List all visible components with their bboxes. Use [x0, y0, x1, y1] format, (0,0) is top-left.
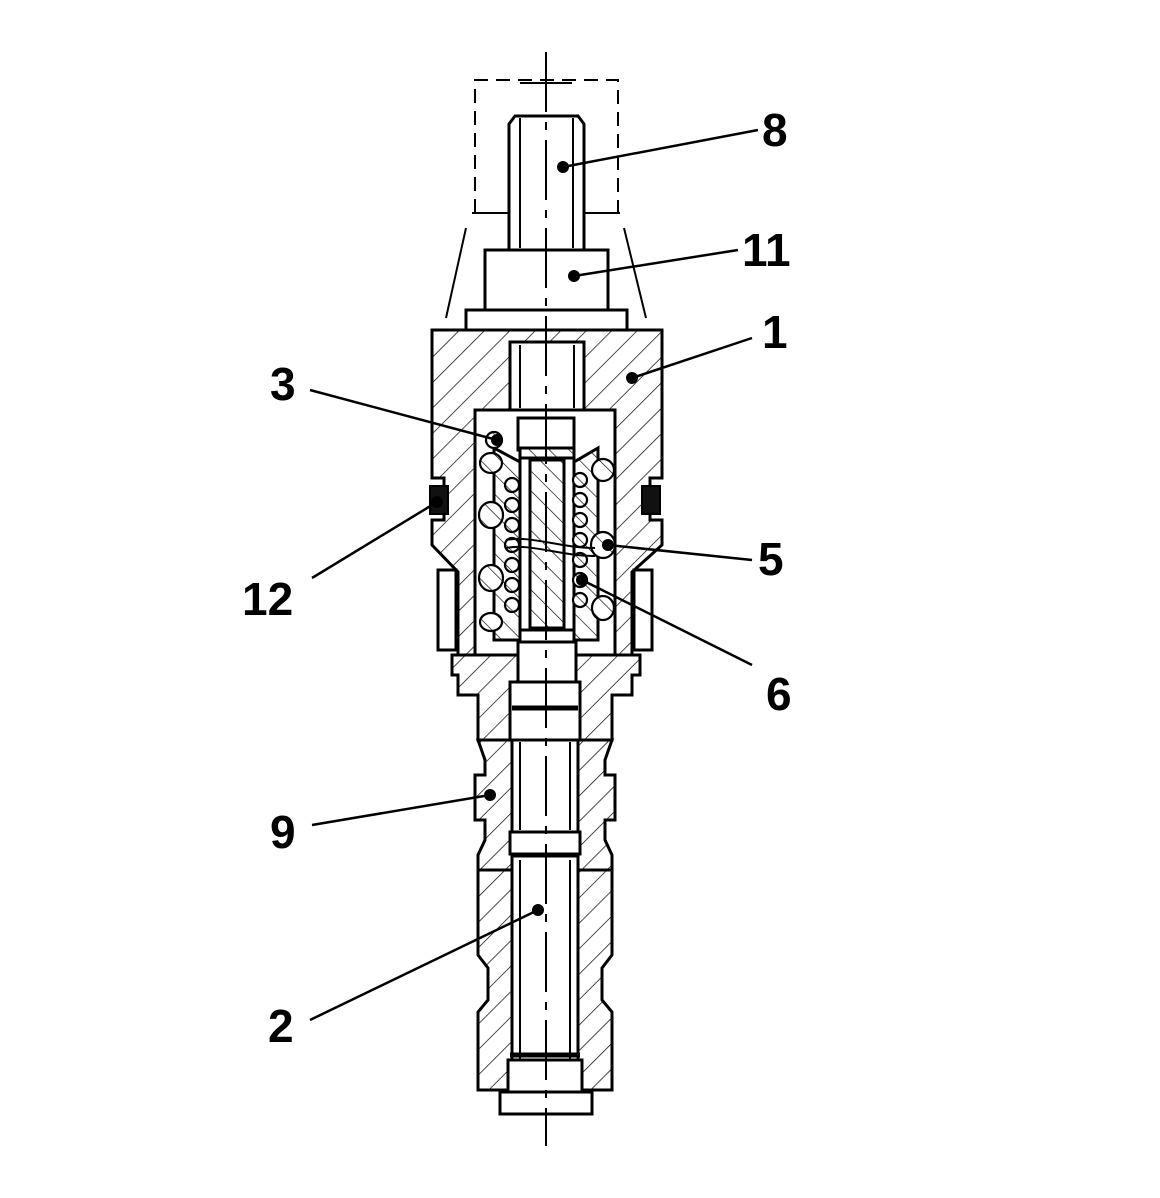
- body-shoulder-left: [436, 568, 458, 652]
- callout-label-1: 1: [762, 306, 788, 358]
- callout-label-2: 2: [268, 1000, 294, 1052]
- callout-label-5: 5: [758, 533, 784, 585]
- callout-label-8: 8: [762, 104, 788, 156]
- spring-coils: [477, 430, 617, 633]
- o-ring-seal-right: [641, 485, 661, 515]
- callout-label-6: 6: [766, 668, 792, 720]
- callout-label-11: 11: [742, 224, 791, 276]
- callout-label-3: 3: [270, 358, 296, 410]
- leader-lines: [309, 128, 759, 1022]
- callout-label-12: 12: [242, 573, 293, 625]
- callout-label-9: 9: [270, 806, 296, 858]
